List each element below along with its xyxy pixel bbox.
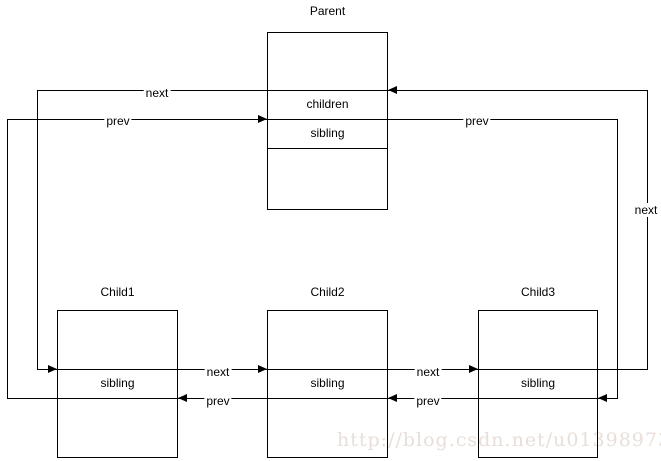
parent-divider-top [268, 90, 387, 91]
edge-parent-prev-child3-bottom-segment [598, 398, 617, 399]
arrowhead-into-parent-left [258, 115, 267, 123]
arrowhead-into-child2-left [258, 365, 267, 373]
parent-node-box: children sibling [267, 32, 388, 210]
arrowhead-into-child3-left [469, 365, 478, 373]
child3-node-title: Child3 [520, 285, 556, 299]
watermark-text: http://blog.csdn.net/u013989732 [337, 429, 661, 451]
edge-parent-next-left-vertical-segment [37, 90, 38, 370]
edge-label-parent-prev-child3: prev [463, 114, 491, 128]
edge-child3-next-parent-vertical-segment [647, 90, 648, 370]
edge-label-child1-next-child2: next [204, 365, 232, 379]
child3-sibling-field: sibling [520, 376, 556, 390]
arrowhead-into-parent-right [388, 86, 397, 94]
edge-label-child3-prev-child2: prev [414, 394, 442, 408]
edge-parent-prev-child3-vertical-segment [617, 119, 618, 399]
edge-label-child3-next-parent: next [632, 203, 660, 217]
edge-label-parent-next-left: next [143, 86, 171, 100]
edge-parent-next-left-bottom-segment [37, 369, 57, 370]
child2-node-box: sibling [267, 310, 388, 458]
child2-sibling-field: sibling [310, 376, 345, 390]
edge-child3-next-parent-bottom-segment [598, 369, 647, 370]
child1-sibling-field: sibling [100, 376, 135, 390]
parent-divider-middle [268, 119, 387, 120]
child3-divider-bottom [479, 398, 597, 399]
edge-child3-next-parent-top-segment [388, 90, 647, 91]
edge-label-child2-prev-child1: prev [204, 394, 232, 408]
child2-divider-top [268, 369, 387, 370]
child1-node-box: sibling [57, 310, 178, 458]
arrowhead-into-child2-right [388, 394, 397, 402]
edge-child1-prev-parent-vertical-segment [7, 119, 8, 399]
child1-divider-top [58, 369, 177, 370]
child2-divider-bottom [268, 398, 387, 399]
edge-parent-prev-child3-top-segment [388, 119, 617, 120]
arrowhead-into-child1-left [48, 365, 57, 373]
arrowhead-into-child3-right [598, 394, 607, 402]
child1-divider-bottom [58, 398, 177, 399]
arrowhead-into-child1-right [178, 394, 187, 402]
child2-node-title: Child2 [310, 285, 345, 299]
parent-divider-bottom [268, 148, 387, 149]
edge-child1-prev-parent-top-segment [7, 119, 267, 120]
child3-divider-top [479, 369, 597, 370]
parent-node-title: Parent [309, 4, 346, 18]
edge-label-child2-next-child3: next [414, 365, 442, 379]
edge-label-child1-prev-parent: prev [104, 114, 132, 128]
child1-node-title: Child1 [100, 285, 135, 299]
parent-children-field: children [306, 97, 349, 111]
parent-sibling-field: sibling [310, 126, 345, 140]
child3-node-box: sibling [478, 310, 598, 458]
edge-child1-prev-parent-bottom-segment [7, 398, 57, 399]
